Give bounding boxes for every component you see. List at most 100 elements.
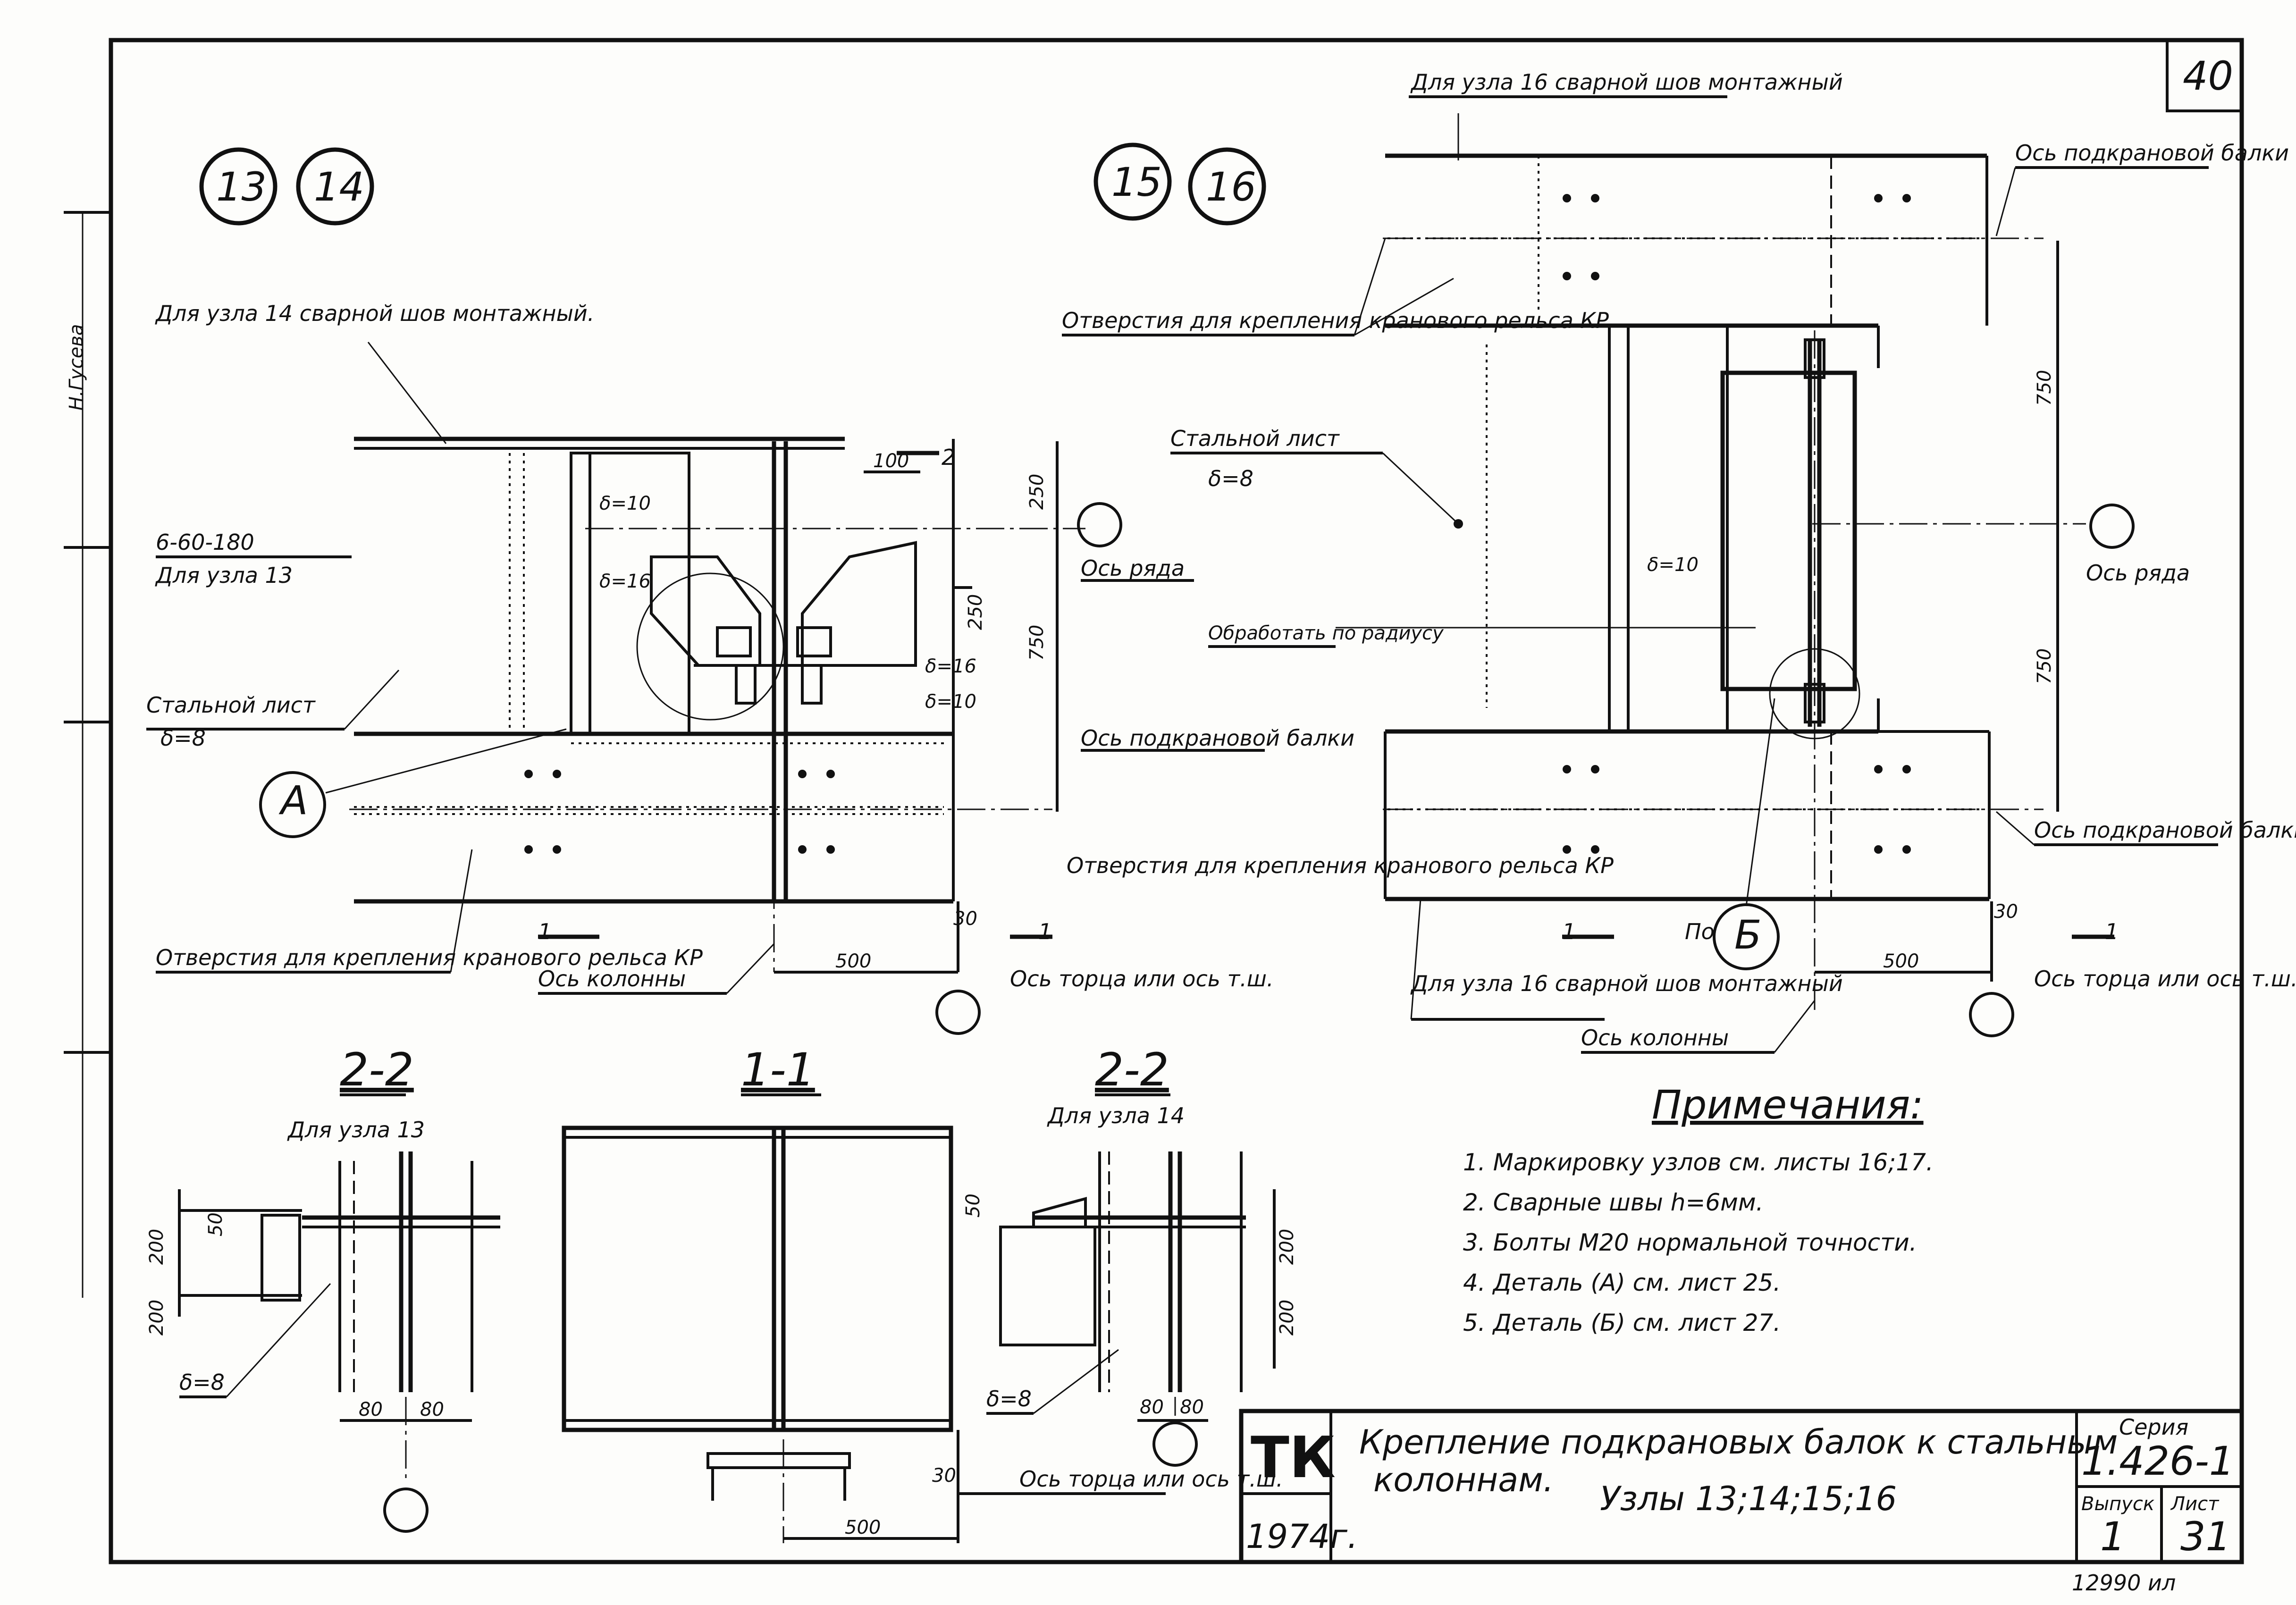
left-plan (146, 342, 1265, 1035)
rail-holes-label-2: Отверстия для крепления кранового рельса… (1067, 853, 1614, 878)
hole (1874, 194, 1883, 202)
dim-30: 30 (953, 908, 977, 930)
hole (553, 770, 561, 778)
dim-750: 750 (2034, 648, 2055, 684)
dim-80: 80 (1140, 1396, 1164, 1418)
series-value: 1.426-1 (2081, 1438, 2234, 1484)
title-line-2: колоннам. (1373, 1461, 1554, 1499)
detail-a-circle (259, 771, 326, 838)
issue-value: 1 (2100, 1513, 2125, 1560)
notes-heading: Примечания: (1652, 1082, 1924, 1128)
sheet-frame (109, 38, 2244, 1564)
row-axis-bubble (1077, 502, 1122, 547)
archive-number: 12990 ил (2072, 1570, 2176, 1596)
column-plate (1627, 324, 1729, 733)
beam-elevation (562, 1126, 953, 1432)
notes-block: Примечания: 1. Маркировку узлов см. лист… (1463, 1082, 1934, 1336)
hole (798, 845, 807, 854)
plate (589, 452, 690, 735)
machine-note: Обработать по радиусу (1208, 622, 1444, 644)
rail-holes (524, 770, 835, 854)
hole (826, 770, 835, 778)
right-plan (1062, 95, 2218, 1054)
section-2-2-node-14 (986, 1093, 1276, 1467)
weld-note-14: Для узла 14 сварной шов монтажный. (155, 301, 594, 326)
beam-axis-label-top: Ось подкрановой балки (2015, 140, 2289, 166)
cut-label-1: 1 (1562, 919, 1576, 944)
dim-500: 500 (845, 1517, 881, 1538)
note-item: 2. Сварные швы h=6мм. (1463, 1189, 1764, 1216)
hole (1902, 845, 1911, 854)
dim-80: 80 (359, 1399, 383, 1420)
dim-250: 250 (965, 594, 986, 630)
hole (1591, 845, 1599, 854)
series-label: Серия (2119, 1414, 2188, 1440)
dim-50: 50 (205, 1212, 227, 1236)
cut-label-1: 1 (2105, 919, 2119, 944)
leader-line (1995, 167, 2016, 236)
leader-line (1354, 277, 1454, 336)
dim-50: 50 (962, 1193, 984, 1218)
beam-end (999, 1226, 1096, 1346)
node-mark-14: 14 (314, 164, 364, 210)
sheet-value: 31 (2180, 1513, 2231, 1560)
console-plate (801, 541, 917, 667)
stiffener (570, 452, 591, 735)
leader-line (450, 849, 473, 973)
thickness-label: δ=8 (160, 725, 206, 751)
node-mark-circle (1188, 147, 1266, 226)
dim-200: 200 (1276, 1300, 1298, 1336)
hole (524, 770, 533, 778)
thickness-label: δ=8 (986, 1386, 1032, 1412)
dim-250: 250 (1026, 474, 1048, 510)
title-line-3: Узлы 13;14;15;16 (1600, 1479, 1897, 1518)
hole (1591, 194, 1599, 202)
leader-line (726, 943, 775, 994)
leader-line (1382, 452, 1459, 525)
thickness-label: δ=8 (179, 1370, 225, 1395)
thickness-label: δ=16 (925, 655, 976, 677)
note-item: 3. Болты М20 нормальной точности. (1463, 1229, 1917, 1256)
detail-callout-circle (636, 572, 784, 721)
dim-500: 500 (1883, 950, 1919, 972)
leader-line (325, 728, 567, 794)
leader-line (1410, 899, 1421, 1020)
dim-500: 500 (835, 950, 871, 972)
dim-100: 100 (873, 450, 909, 472)
node-mark-15: 15 (1111, 159, 1162, 205)
node-mark-16: 16 (1206, 164, 1256, 210)
column-axis-label: Ось колонны (1581, 1025, 1729, 1050)
for-node-13-label: Для узла 13 (155, 563, 293, 588)
hole (826, 845, 835, 854)
cut-label-1: 1 (1038, 919, 1052, 944)
org-mark: ТК (1251, 1425, 1336, 1491)
leader-line (367, 342, 447, 444)
console-plate (1032, 1197, 1087, 1228)
hole (1563, 194, 1571, 202)
leader-line (344, 669, 400, 730)
dim-200: 200 (146, 1300, 168, 1336)
axis-bubble (383, 1487, 429, 1533)
section-title-2-2: 2-2 (1095, 1043, 1169, 1096)
end-axis-label: Ось торца или ось т.ш. (2034, 966, 2296, 992)
weld-note-16-bottom: Для узла 16 сварной шов монтажный (1410, 971, 1843, 996)
hole (1902, 194, 1911, 202)
hole (1563, 845, 1571, 854)
dim-750: 750 (2034, 370, 2055, 406)
hole (1902, 765, 1911, 773)
column-stiffener (1608, 324, 1630, 733)
end-axis-bubble (935, 990, 981, 1035)
row-axis-label: Ось ряда (2086, 560, 2190, 586)
hole (1874, 765, 1883, 773)
rail-holes-label: Отверстия для крепления кранового рельса… (156, 945, 703, 970)
hole (1563, 272, 1571, 280)
dim-200: 200 (1276, 1229, 1298, 1265)
column-axis-label: Ось колонны (538, 966, 686, 992)
section-2-2-node-13 (178, 1093, 500, 1533)
po-label: По (1685, 919, 1715, 944)
hole (524, 845, 533, 854)
beam-axis-label-bottom: Ось подкрановой балки (2034, 817, 2296, 843)
cut-label-2: 2 (942, 445, 955, 470)
